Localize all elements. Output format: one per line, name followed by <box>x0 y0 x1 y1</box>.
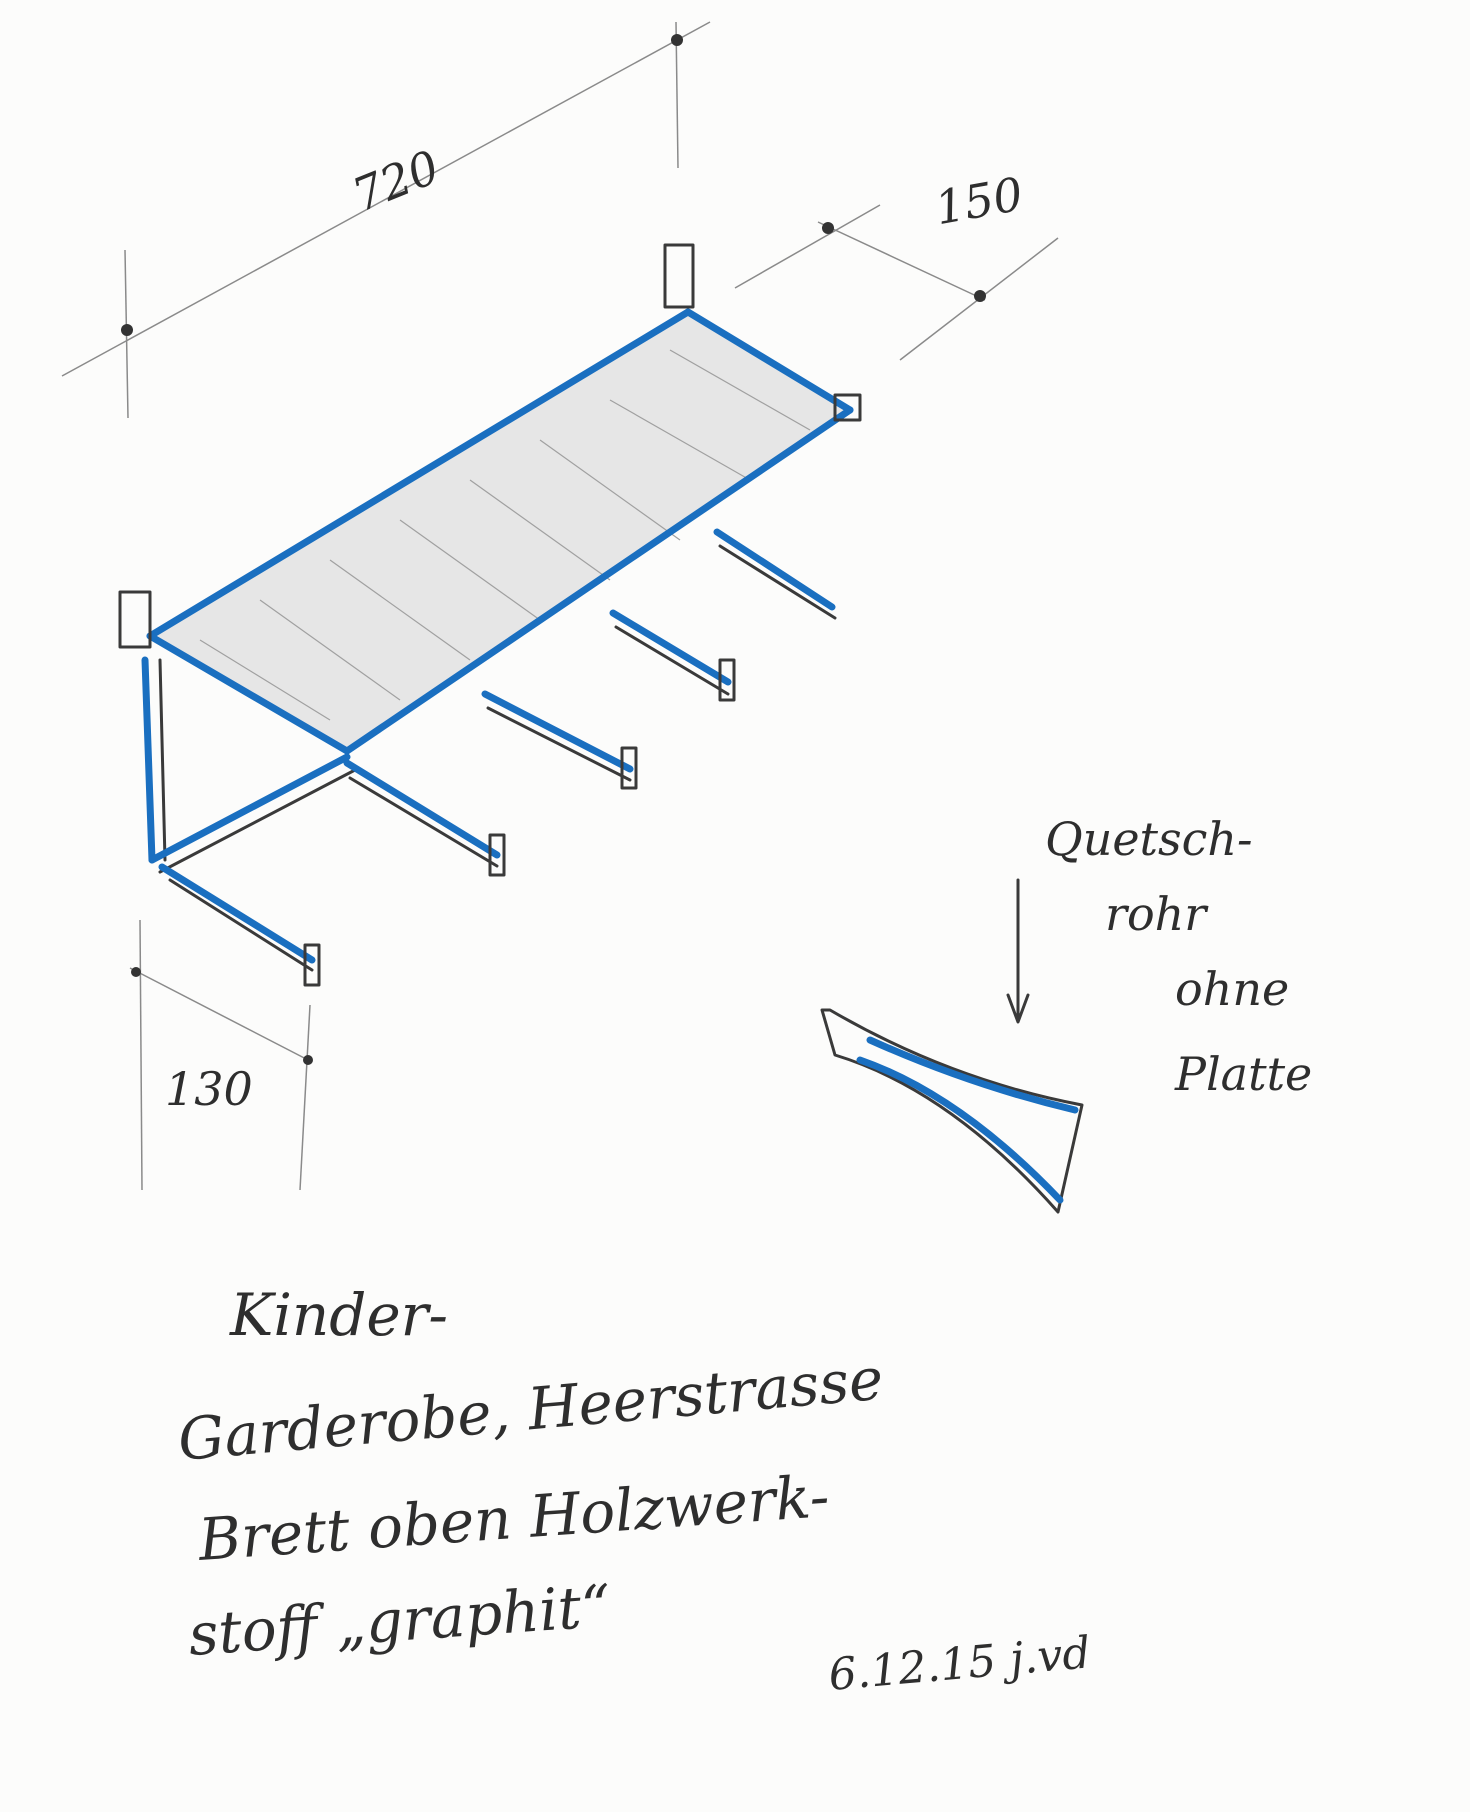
note-line-1: Kinder- <box>229 1281 448 1349</box>
length-label: 720 <box>345 140 447 223</box>
date-signature: 6.12.15 j.vd <box>827 1627 1093 1701</box>
hook <box>713 528 837 620</box>
hook <box>481 690 638 790</box>
frame <box>141 656 357 874</box>
down-arrow-icon <box>1006 878 1030 1024</box>
dimension-depth: 150 <box>734 167 1059 361</box>
shelf-board <box>146 308 854 755</box>
note-line-4: stoff „graphit“ <box>186 1572 613 1669</box>
section-note-line-4: Platte <box>1174 1047 1312 1101</box>
coat-hooks <box>158 528 837 987</box>
depth-label: 150 <box>931 167 1027 235</box>
section-note-line-2: rohr <box>1105 887 1209 941</box>
height-label: 130 <box>165 1062 253 1116</box>
hook <box>343 759 506 877</box>
left-wall-bracket <box>118 590 152 649</box>
front-bracket <box>833 393 862 422</box>
section-note-line-1: Quetsch- <box>1045 812 1253 866</box>
note-line-2: Garderobe, Heerstrasse <box>175 1345 885 1474</box>
note-line-3: Brett oben Holzwerk- <box>195 1462 831 1574</box>
hook <box>609 609 736 702</box>
hook <box>158 863 321 987</box>
dimension-height: 130 <box>129 919 313 1191</box>
section-detail <box>820 1008 1084 1214</box>
right-wall-bracket <box>663 243 695 309</box>
section-note-line-3: ohne <box>1175 962 1289 1016</box>
